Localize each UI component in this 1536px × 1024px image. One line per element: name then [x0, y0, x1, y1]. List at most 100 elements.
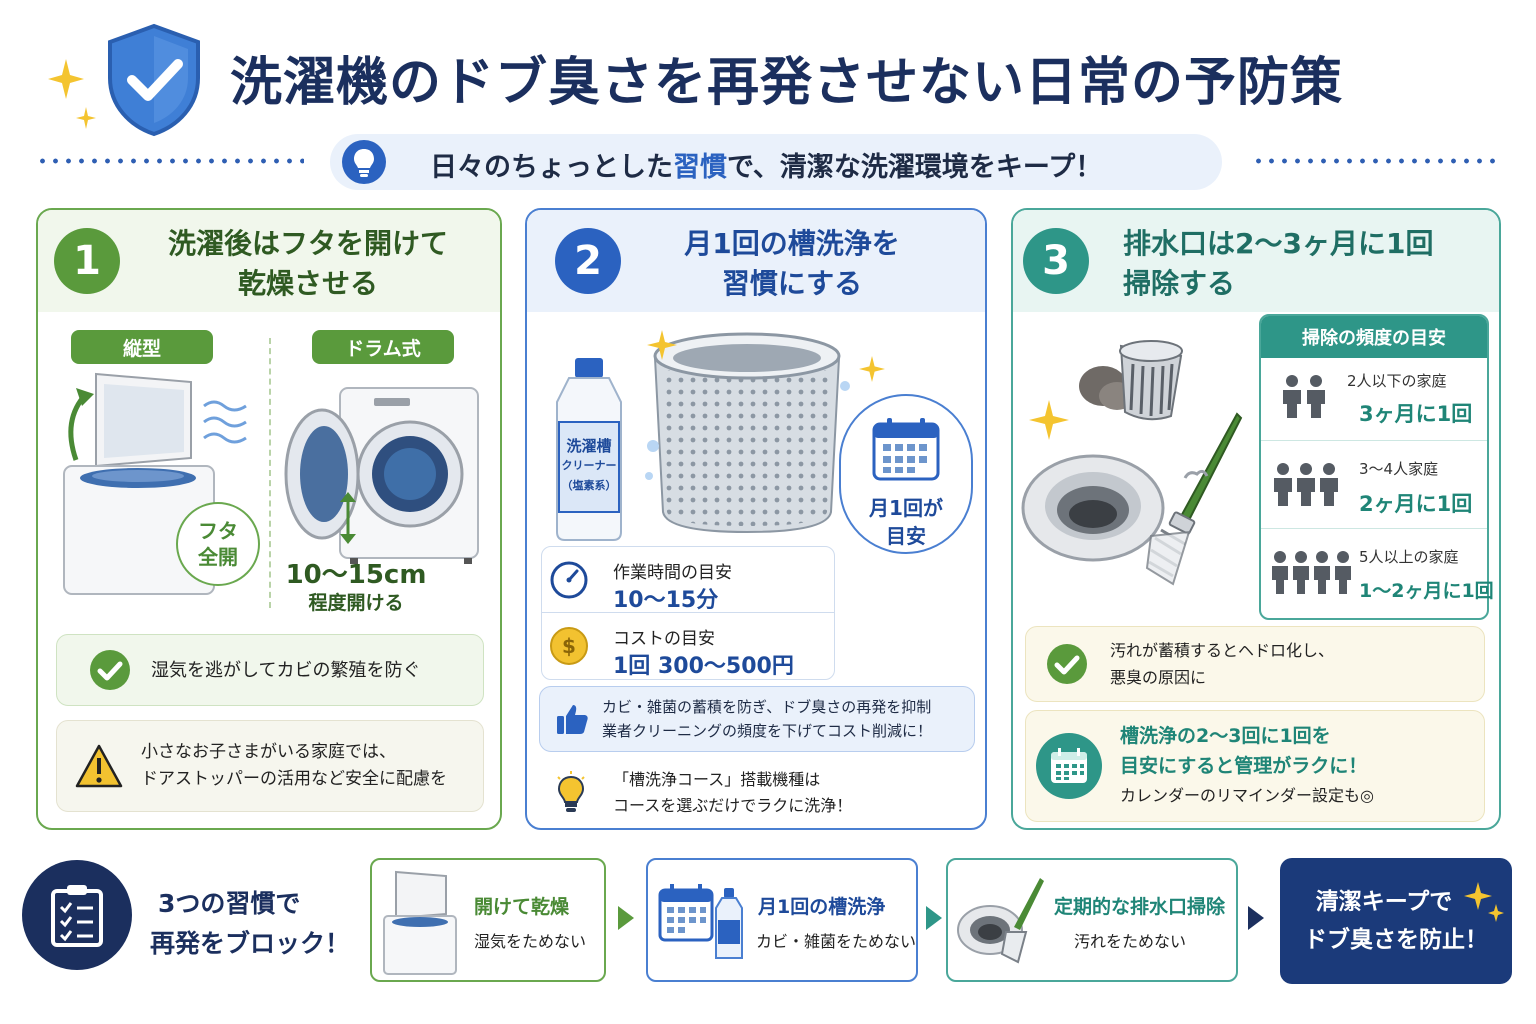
card-tub-cleaning: 2 月1回の槽洗浄を 習慣にする 洗濯槽 クリーナー （塩素系）	[525, 208, 987, 830]
merit-text: カビ・雑菌の蓄積を防ぎ、ドブ臭さの再発を抑制 業者クリーニングの頻度を下げてコス…	[602, 695, 932, 743]
subtitle-pre: 日々のちょっとした	[430, 152, 673, 183]
frequency-value: 3ヶ月に1回	[1359, 402, 1473, 426]
divider-dots-right	[1252, 158, 1500, 164]
estimate-panel	[541, 546, 835, 680]
coin-icon: $	[550, 627, 588, 665]
caution-text: 小さなお子さまがいる家庭では、 ドアストッパーの活用など安全に配慮を	[141, 739, 447, 793]
lid-open-badge-line1: フタ	[198, 519, 238, 543]
cleaner-label-line1: 洗濯槽	[566, 437, 612, 455]
shield-check-icon	[108, 23, 200, 137]
top-loader-washer-icon	[383, 870, 457, 975]
subtitle-post: で、清潔な洗濯環境をキープ！	[727, 152, 1103, 183]
drain-filter-icon	[1079, 340, 1183, 421]
card-title-line2: 掃除する	[1123, 267, 1236, 300]
top-loader-washer-icon	[63, 372, 215, 595]
summary-step-desc: カビ・雑菌をためない	[756, 932, 917, 951]
cleaner-label-line2: クリーナー	[561, 459, 617, 472]
step-number-badge: 2	[555, 228, 621, 294]
tip-line1: 「槽洗浄コース」搭載機種は	[613, 770, 821, 789]
schedule-tip-line1: 槽洗浄の2～3回に1回を	[1120, 725, 1331, 747]
lid-open-badge-line2: 全開	[198, 545, 238, 569]
summary-lead: 3つの習慣で 再発をブロック！	[150, 884, 350, 964]
cost-label: コストの目安	[613, 629, 715, 649]
household-label: 2人以下の家庭	[1347, 372, 1447, 390]
caution-line1: 小さなお子さまがいる家庭では、	[141, 742, 396, 762]
cleaner-label: 洗濯槽 クリーナー （塩素系）	[549, 436, 629, 496]
step-number-badge: 1	[54, 228, 120, 294]
summary-lead-line2: 再発をブロック！	[150, 929, 351, 958]
clipboard-checklist-icon	[51, 885, 103, 947]
sparkle-icon	[647, 330, 677, 360]
calendar-icon	[872, 418, 940, 481]
divider-dots-left	[36, 158, 304, 164]
caution-line2: ドアストッパーの活用など安全に配慮を	[141, 769, 447, 789]
frequency-value: 1～2ヶ月に1回	[1359, 580, 1494, 602]
sparkle-icon	[48, 59, 96, 129]
summary-step-desc: 汚れをためない	[1074, 932, 1187, 951]
time-label: 作業時間の目安	[613, 563, 732, 583]
arrow-right-icon	[618, 906, 634, 930]
schedule-tip-text: 槽洗浄の2～3回に1回を 目安にすると管理がラクに！ カレンダーのリマインダー設…	[1120, 721, 1374, 811]
airflow-icon	[203, 400, 247, 444]
summary-step-title: 月1回の槽洗浄	[758, 896, 886, 918]
benefit-note: 湿気を逃がしてカビの繁殖を防ぐ	[56, 634, 484, 706]
schedule-tip-line3: カレンダーのリマインダー設定も◎	[1120, 786, 1374, 805]
warning-line2: 悪臭の原因に	[1110, 668, 1207, 687]
cleaner-label-line3: （塩素系）	[561, 479, 617, 492]
tip-line2: コースを選ぶだけでラクに洗浄！	[613, 796, 853, 815]
household-label: 5人以上の家庭	[1359, 548, 1459, 566]
caution-note: 小さなお子さまがいる家庭では、 ドアストッパーの活用など安全に配慮を	[56, 720, 484, 812]
type-label-drum: ドラム式	[312, 330, 454, 364]
sparkle-icon	[1464, 882, 1504, 922]
sparkle-icon	[1029, 400, 1069, 440]
people-three-icon	[1274, 463, 1338, 506]
summary-lead-line1: 3つの習慣で	[158, 889, 301, 918]
subtitle-banner	[330, 134, 1222, 190]
check-circle-icon	[90, 650, 130, 690]
lightbulb-icon	[342, 140, 386, 184]
calendar-line1: 月1回が	[869, 496, 943, 520]
page-title: 洗濯機のドブ臭さを再発させない日常の予防策	[230, 53, 1344, 113]
people-two-icon	[1283, 375, 1325, 418]
merit-line2: 業者クリーニングの頻度を下げてコスト削減に！	[602, 722, 933, 740]
summary-step-title: 定期的な排水口掃除	[1054, 896, 1226, 918]
frequency-row-divider	[1261, 528, 1487, 529]
merit-line1: カビ・雑菌の蓄積を防ぎ、ドブ臭さの再発を抑制	[602, 698, 932, 716]
drum-washer-icon	[284, 387, 479, 564]
arrow-right-icon	[1248, 906, 1264, 930]
warning-line1: 汚れが蓄積するとヘドロ化し、	[1110, 641, 1335, 660]
frequency-value: 2ヶ月に1回	[1359, 492, 1473, 516]
calendar-line2: 目安	[886, 524, 926, 548]
summary-goal-line1: 清潔キープで	[1315, 889, 1453, 915]
household-label: 3～4人家庭	[1359, 460, 1439, 478]
warning-note: 汚れが蓄積するとヘドロ化し、 悪臭の原因に	[1025, 626, 1485, 702]
card-title: 排水口は2～3ヶ月に1回 掃除する	[1123, 224, 1493, 304]
lightbulb-icon	[557, 771, 585, 812]
lid-open-badge: フタ 全開	[176, 502, 260, 586]
warning-text: 汚れが蓄積するとヘドロ化し、 悪臭の原因に	[1110, 637, 1334, 691]
cleaning-brush-icon	[1145, 412, 1243, 586]
drum-open-label: 程度開ける	[308, 592, 404, 614]
subtitle-highlight: 習慣	[673, 152, 727, 183]
monthly-calendar-text: 月1回が 目安	[839, 494, 973, 550]
card-drain-cleaning: 3 排水口は2～3ヶ月に1回 掃除する 掃除の頻度の目安	[1011, 208, 1501, 830]
card-dry-after-wash: 1 洗濯後はフタを開けて 乾燥させる 縦型 ドラム式 フタ 全開	[36, 208, 502, 830]
drain-opening-icon	[1021, 454, 1165, 562]
arrow-right-icon	[926, 906, 942, 930]
summary-goal-line2: ドブ臭さを防止！	[1304, 927, 1488, 953]
card-title-line2: 習慣にする	[721, 267, 863, 300]
check-circle-icon	[1047, 644, 1087, 684]
summary-clipboard-badge	[22, 860, 132, 970]
card-title: 月1回の槽洗浄を 習慣にする	[627, 224, 957, 304]
summary-goal-box: 清潔キープで ドブ臭さを防止！	[1280, 858, 1512, 984]
clock-icon	[550, 561, 588, 599]
card-title: 洗濯後はフタを開けて 乾燥させる	[128, 224, 488, 304]
people-four-icon	[1272, 551, 1351, 594]
summary-step-title: 開けて乾燥	[474, 896, 570, 918]
schedule-tip-note: 槽洗浄の2～3回に1回を 目安にすると管理がラクに！ カレンダーのリマインダー設…	[1025, 710, 1485, 822]
card-title-line1: 洗濯後はフタを開けて	[167, 227, 448, 260]
tip-note: 「槽洗浄コース」搭載機種は コースを選ぶだけでラクに洗浄！	[539, 762, 975, 824]
tip-text: 「槽洗浄コース」搭載機種は コースを選ぶだけでラクに洗浄！	[613, 767, 852, 819]
cost-value: 1回 300～500円	[613, 654, 794, 679]
calendar-icon	[1051, 748, 1087, 783]
